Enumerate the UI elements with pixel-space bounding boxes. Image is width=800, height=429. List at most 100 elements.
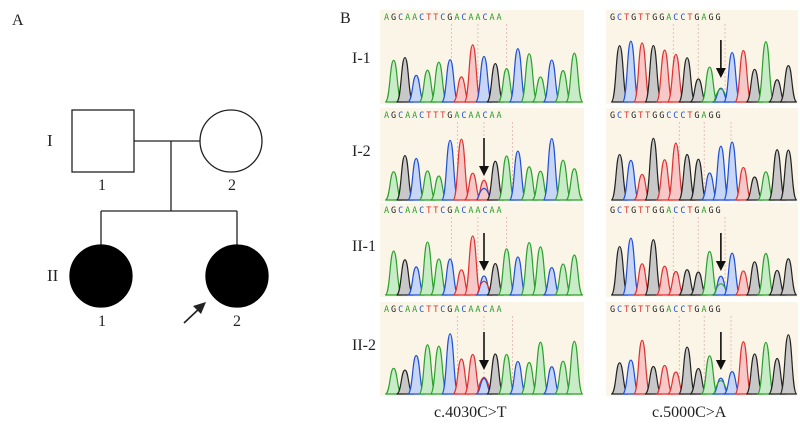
row-label-II-2: II-2	[352, 337, 376, 354]
base-letter: T	[433, 305, 441, 315]
mutation-arrow-head	[479, 166, 489, 176]
base-letter: A	[412, 206, 420, 216]
base-letter: G	[659, 13, 667, 23]
pedigree-female-II-1	[69, 244, 133, 308]
base-letter: G	[391, 13, 399, 23]
mutation-arrow-head	[715, 360, 726, 370]
base-letter: C	[482, 111, 490, 121]
base-letter: T	[440, 111, 448, 121]
sequence-left-row-1: AGCAACTTTGACAACAA	[384, 111, 504, 121]
sequence-right-row-3: GCTGTTGGACCTGAGG	[610, 305, 723, 315]
base-letter: A	[475, 111, 483, 121]
base-letter: A	[454, 206, 462, 216]
base-letter: C	[482, 206, 490, 216]
base-letter: T	[426, 13, 434, 23]
base-letter: A	[412, 13, 420, 23]
base-letter: C	[680, 206, 688, 216]
base-letter: C	[419, 305, 427, 315]
base-letter: G	[715, 111, 723, 121]
base-letter: C	[680, 305, 688, 315]
trace-peak	[779, 258, 798, 296]
row-label-II-1: II-1	[352, 238, 376, 255]
base-letter: C	[680, 13, 688, 23]
mutation-arrow-head	[715, 68, 726, 78]
pedigree-female-II-2	[205, 244, 269, 308]
base-letter: T	[624, 206, 632, 216]
base-letter: C	[680, 111, 688, 121]
base-letter: C	[398, 206, 406, 216]
base-letter: G	[447, 305, 455, 315]
base-letter: C	[666, 111, 674, 121]
base-letter: C	[398, 305, 406, 315]
base-letter: T	[638, 111, 646, 121]
base-letter: C	[440, 206, 448, 216]
base-letter: T	[687, 206, 695, 216]
base-letter: A	[666, 305, 674, 315]
proband-arrow-head	[193, 302, 206, 314]
base-letter: G	[391, 206, 399, 216]
base-letter: G	[610, 13, 618, 23]
sequence-left-row-2: AGCAACTTCGACAACAA	[384, 206, 504, 216]
base-letter: A	[405, 305, 413, 315]
base-letter: A	[475, 305, 483, 315]
base-letter: A	[405, 13, 413, 23]
trace-peak	[779, 65, 798, 103]
base-letter: C	[673, 13, 681, 23]
base-letter: G	[715, 13, 723, 23]
base-letter: G	[708, 305, 716, 315]
base-letter: A	[475, 206, 483, 216]
base-letter: C	[482, 13, 490, 23]
base-letter: C	[482, 305, 490, 315]
base-letter: T	[426, 206, 434, 216]
base-letter: G	[631, 13, 639, 23]
base-letter: A	[701, 206, 709, 216]
mutation-arrow-head	[479, 261, 489, 271]
base-letter: A	[468, 111, 476, 121]
base-letter: G	[715, 305, 723, 315]
base-letter: G	[391, 305, 399, 315]
sequence-right-row-2: GCTGTTGGACCTGAGG	[610, 206, 723, 216]
base-letter: A	[701, 13, 709, 23]
base-letter: T	[638, 13, 646, 23]
base-letter: A	[468, 13, 476, 23]
base-letter: A	[468, 305, 476, 315]
base-letter: A	[666, 13, 674, 23]
base-letter: C	[461, 206, 469, 216]
sequence-left-row-0: AGCAACTTCGACAACAA	[384, 13, 504, 23]
mutation-arrow-head	[479, 360, 489, 370]
trace-peak	[779, 149, 798, 201]
base-letter: T	[645, 111, 653, 121]
base-letter: G	[631, 206, 639, 216]
member-number-I-2: 2	[228, 177, 236, 194]
base-letter: C	[673, 206, 681, 216]
base-letter: A	[405, 206, 413, 216]
member-number-II-1: 1	[98, 313, 106, 330]
base-letter: A	[475, 13, 483, 23]
variant-label-left: c.4030C>T	[434, 404, 507, 421]
base-letter: A	[666, 206, 674, 216]
base-letter: T	[433, 13, 441, 23]
base-letter: C	[419, 13, 427, 23]
base-letter: G	[708, 206, 716, 216]
base-letter: T	[433, 111, 441, 121]
base-letter: G	[631, 305, 639, 315]
base-letter: A	[489, 111, 497, 121]
base-letter: C	[617, 206, 625, 216]
base-letter: C	[440, 305, 448, 315]
trace-peak	[565, 254, 584, 296]
base-letter: T	[687, 111, 695, 121]
base-letter: G	[652, 305, 660, 315]
base-letter: T	[645, 305, 653, 315]
base-letter: A	[384, 206, 392, 216]
base-letter: G	[715, 206, 723, 216]
base-letter: A	[412, 305, 420, 315]
pedigree-male-I-1	[71, 109, 135, 173]
base-letter: T	[638, 206, 646, 216]
base-letter: G	[610, 206, 618, 216]
base-letter: G	[447, 111, 455, 121]
base-letter: A	[496, 206, 504, 216]
base-letter: A	[496, 305, 504, 315]
base-letter: G	[659, 206, 667, 216]
base-letter: T	[638, 305, 646, 315]
